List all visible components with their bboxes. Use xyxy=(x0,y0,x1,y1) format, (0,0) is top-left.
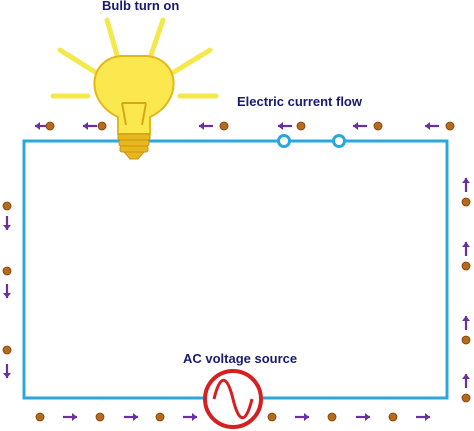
current-arrow-left xyxy=(278,122,292,130)
electron-dot xyxy=(445,121,455,131)
current-arrow-right xyxy=(124,413,138,421)
source-label: AC voltage source xyxy=(183,351,297,366)
electron-dot xyxy=(267,412,277,422)
current-flow-markers xyxy=(2,121,471,422)
light-bulb-icon xyxy=(93,55,175,160)
current-arrow-down xyxy=(3,284,11,298)
current-flow-label: Electric current flow xyxy=(237,94,363,109)
electron-dot xyxy=(155,412,165,422)
electron-dot xyxy=(373,121,383,131)
electron-dot xyxy=(219,121,229,131)
current-arrow-down xyxy=(3,216,11,230)
current-arrow-left xyxy=(83,122,97,130)
current-arrow-left xyxy=(353,122,367,130)
current-arrow-right xyxy=(295,413,309,421)
electron-dot xyxy=(461,335,471,345)
current-arrow-right xyxy=(183,413,197,421)
bulb-state-label: Bulb turn on xyxy=(102,0,179,13)
electron-dot xyxy=(95,412,105,422)
current-arrow-right xyxy=(63,413,77,421)
current-arrow-up xyxy=(462,242,470,256)
electron-dot xyxy=(2,345,12,355)
electron-dot xyxy=(45,121,55,131)
current-arrow-up xyxy=(462,316,470,330)
current-arrow-down xyxy=(3,364,11,378)
electron-dot xyxy=(461,197,471,207)
electron-dot xyxy=(2,201,12,211)
electron-dot xyxy=(461,393,471,403)
current-arrow-left xyxy=(425,122,439,130)
current-arrow-up xyxy=(462,178,470,192)
bulb-light-rays xyxy=(50,17,219,99)
electron-dot xyxy=(35,412,45,422)
ac-sine-wave-icon xyxy=(203,369,263,429)
current-arrow-right xyxy=(416,413,430,421)
current-arrow-up xyxy=(462,374,470,388)
current-arrow-left xyxy=(199,122,213,130)
electron-dot xyxy=(388,412,398,422)
electron-dot xyxy=(2,266,12,276)
electron-dot xyxy=(461,261,471,271)
electron-dot xyxy=(327,412,337,422)
electron-dot xyxy=(296,121,306,131)
electron-dot xyxy=(97,121,107,131)
current-arrow-right xyxy=(356,413,370,421)
open-switch-icon xyxy=(277,134,346,148)
